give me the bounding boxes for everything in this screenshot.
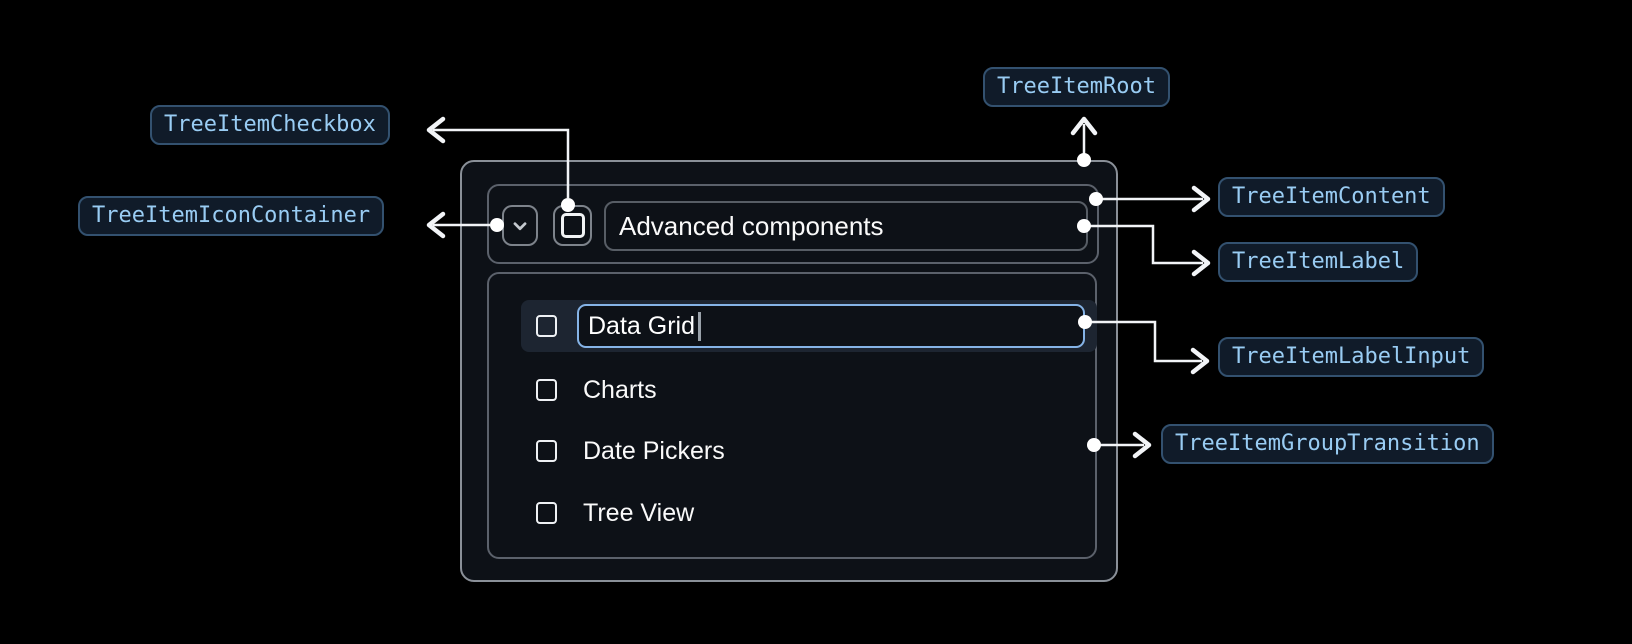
badge-tree-item-checkbox: TreeItemCheckbox xyxy=(150,105,390,145)
checkbox-unchecked-icon[interactable] xyxy=(536,440,557,462)
tree-item-label-text: Date Pickers xyxy=(583,436,725,465)
tree-row-editing[interactable]: Data Grid xyxy=(521,300,1097,352)
checkbox-unchecked-icon[interactable] xyxy=(536,502,557,524)
tree-item-root: Advanced components Data Grid Charts Dat… xyxy=(460,160,1118,582)
tree-row[interactable]: Date Pickers xyxy=(521,425,1097,477)
tree-row[interactable]: Tree View xyxy=(521,487,1097,539)
label-input-value: Data Grid xyxy=(588,311,695,340)
tree-item-icon-container[interactable] xyxy=(502,205,538,246)
arrowhead-left-icon xyxy=(426,211,446,239)
arrowhead-right-icon xyxy=(1190,347,1210,375)
tree-item-label-text: Tree View xyxy=(583,498,695,527)
tree-item-checkbox[interactable] xyxy=(553,205,592,246)
checkbox-unchecked-icon[interactable] xyxy=(536,315,557,337)
tree-item-label: Advanced components xyxy=(604,201,1088,251)
badge-tree-item-label-input: TreeItemLabelInput xyxy=(1218,337,1485,377)
badge-tree-item-content: TreeItemContent xyxy=(1218,177,1445,217)
arrowhead-right-icon xyxy=(1132,431,1152,459)
badge-tree-item-icon-container: TreeItemIconContainer xyxy=(78,196,385,236)
arrowhead-up-icon xyxy=(1070,116,1098,136)
checkbox-unchecked-icon[interactable] xyxy=(536,379,557,401)
chevron-down-icon xyxy=(513,221,527,230)
badge-tree-item-label: TreeItemLabel xyxy=(1218,242,1419,282)
checkbox-unchecked-icon xyxy=(560,213,585,238)
tree-item-label-text: Charts xyxy=(583,375,657,404)
arrowhead-right-icon xyxy=(1191,249,1211,277)
badge-tree-item-group-transition: TreeItemGroupTransition xyxy=(1161,424,1494,464)
badge-tree-item-root: TreeItemRoot xyxy=(983,67,1170,107)
text-cursor xyxy=(697,311,701,341)
tree-item-label-input[interactable]: Data Grid xyxy=(577,304,1085,348)
arrowhead-right-icon xyxy=(1191,185,1211,213)
arrowhead-left-icon xyxy=(426,116,446,144)
tree-item-group-transition: Data Grid Charts Date Pickers Tree View xyxy=(487,272,1097,559)
tree-item-content[interactable]: Advanced components xyxy=(487,184,1099,264)
parent-label-text: Advanced components xyxy=(619,210,884,241)
tree-row[interactable]: Charts xyxy=(521,364,1097,416)
